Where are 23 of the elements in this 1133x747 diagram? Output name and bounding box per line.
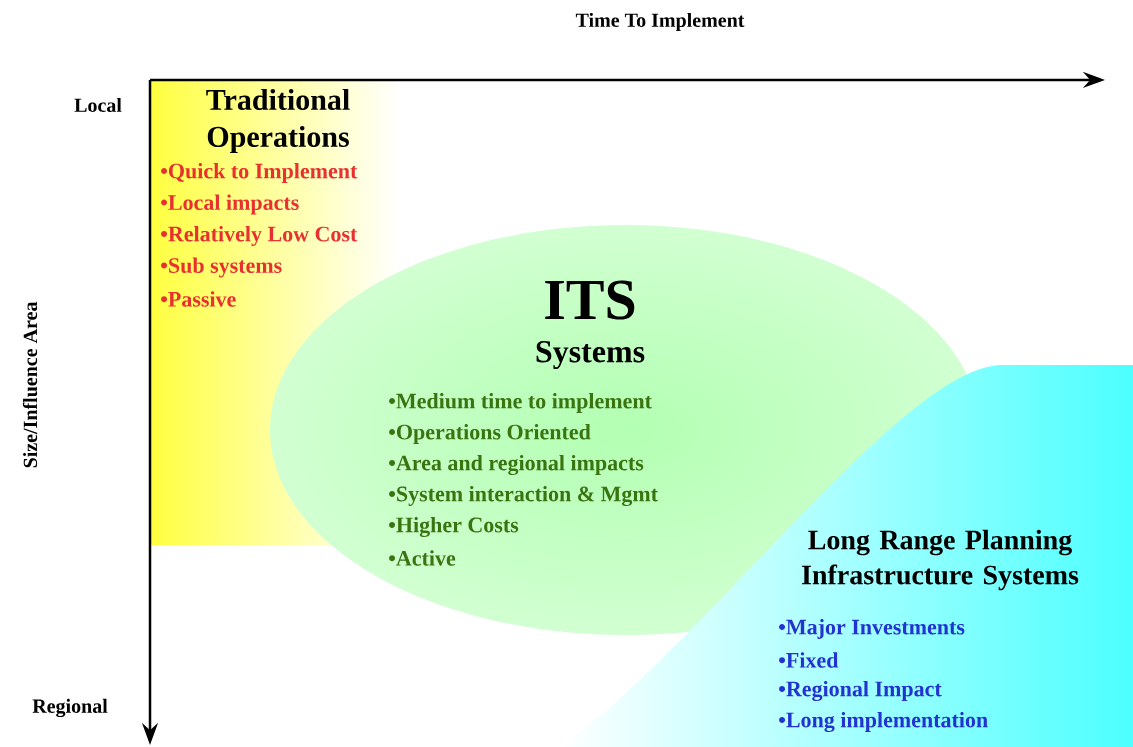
axis-label: Regional — [32, 698, 108, 718]
heading: Systems — [536, 340, 645, 370]
bullet-item: •Higher Costs — [389, 516, 519, 538]
heading: Traditional Operations — [206, 88, 350, 154]
bullet-item: •Area and regional impacts — [389, 454, 644, 476]
bullet-item: •Fixed — [779, 652, 839, 668]
bullet-item: •Active — [389, 550, 456, 566]
bullet-item: •Medium time to implement — [389, 393, 652, 413]
bullet-item: •Local impacts — [161, 194, 299, 215]
bullet-item: •Major Investments — [779, 619, 965, 639]
heading: Long Range Planning Infrastructure Systems — [802, 529, 1079, 591]
bullet-item: •System interaction & Mgmt — [389, 485, 658, 507]
bullet-item: •Long implementation — [779, 711, 988, 733]
bullet-item: •Regional Impact — [779, 680, 942, 702]
axis-label: Time To Implement — [575, 12, 745, 32]
bullet-item: •Passive — [161, 291, 236, 307]
bullet-item: •Relatively Low Cost — [161, 226, 358, 246]
bullet-item: •Sub systems — [161, 257, 282, 278]
bullet-item: •Quick to Implement — [161, 163, 358, 183]
heading: ITS — [545, 280, 635, 320]
axis-label: Local — [74, 97, 122, 112]
axis-label: Size/Influence Area — [22, 301, 38, 468]
bullet-item: •Operations Oriented — [389, 424, 591, 444]
